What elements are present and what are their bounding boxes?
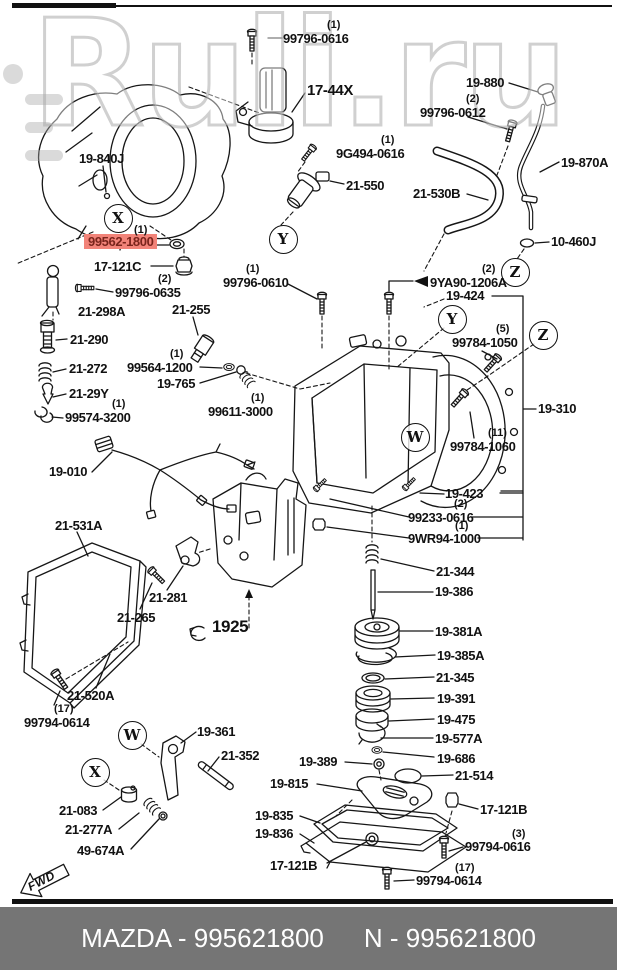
part-label-19-880: 19-880 [466,75,505,90]
part-label-21-272: 21-272 [69,361,108,376]
part-label-99562-1800[interactable]: 99562-1800 [84,234,158,249]
ref-circle-W: W [117,720,147,750]
part-label-21-531A: 21-531A [55,518,103,533]
part-label-19-870A: 19-870A [561,155,609,170]
footer-bar: MAZDA - 995621800 N - 995621800 [0,907,617,970]
part-label-21-298A: 21-298A [78,304,126,319]
part-count-99611-3000: (1) [251,392,265,404]
part-label-9YA90-1206A: 9YA90-1206A [430,275,507,290]
part-label-99796-0612: 99796-0612 [420,105,486,120]
part-label-19-815: 19-815 [270,776,309,791]
part-label-21-520A: 21-520A [67,688,115,703]
part-label-99574-3200: 99574-3200 [65,410,131,425]
part-label-21-514: 21-514 [455,768,494,783]
part-count-99796-0610: (1) [246,263,260,275]
part-count-9YA90-1206A: (2) [482,263,496,275]
part-label-19-361: 19-361 [197,724,236,739]
part-label-19-310: 19-310 [538,401,577,416]
part-label-17-121B: 17-121B [270,858,318,873]
part-label-19-385A: 19-385A [437,648,485,663]
footer-divider [12,899,613,904]
part-label-1925: 1925 [212,617,249,636]
part-label-19-686: 19-686 [437,751,476,766]
part-label-19-424: 19-424 [446,288,485,303]
ref-circle-Z: Z [528,320,558,350]
part-count-99784-1050: (5) [496,323,510,335]
part-label-19-840J: 19-840J [79,151,124,166]
part-label-99611-3000: 99611-3000 [208,404,273,419]
part-label-21-345: 21-345 [436,670,475,685]
part-label-17-121B: 17-121B [480,802,528,817]
ref-circle-Y: Y [437,304,467,334]
part-count-99784-1060: (11) [488,427,507,439]
part-label-10-460J: 10-460J [551,234,596,249]
part-label-21-550: 21-550 [346,178,385,193]
ref-circle-X: X [103,203,133,233]
part-count-99794-0614: (17) [455,862,475,874]
part-label-9WR94-1000: 9WR94-1000 [408,531,481,546]
top-border-thin [95,5,612,7]
part-label-21-083: 21-083 [59,803,98,818]
part-label-21-352: 21-352 [221,748,260,763]
part-label-99794-0614: 99794-0614 [416,873,482,888]
part-label-99794-0614: 99794-0614 [24,715,90,730]
part-label-17-121C: 17-121C [94,259,142,274]
part-count-99233-0616: (2) [454,498,468,510]
part-label-19-765: 19-765 [157,376,196,391]
part-label-99796-0635: 99796-0635 [115,285,181,300]
part-label-19-389: 19-389 [299,754,338,769]
footer-part-number: N - 995621800 [363,923,536,953]
part-label-21-255: 21-255 [172,302,211,317]
part-label-19-835: 19-835 [255,808,294,823]
part-label-21-290: 21-290 [70,332,109,347]
part-label-99233-0616: 99233-0616 [408,510,474,525]
part-label-49-674A: 49-674A [77,843,125,858]
part-label-19-475: 19-475 [437,712,476,727]
part-count-99796-0612: (2) [466,93,480,105]
part-count-99574-3200: (1) [112,398,126,410]
part-label-21-277A: 21-277A [65,822,113,837]
part-label-9G494-0616: 9G494-0616 [336,146,405,161]
part-label-99564-1200: 99564-1200 [127,360,193,375]
part-label-21-265: 21-265 [117,610,156,625]
part-count-99794-0614: (17) [54,703,74,715]
part-label-99794-0616: 99794-0616 [465,839,531,854]
ref-circle-X: X [80,757,110,787]
part-label-19-836: 19-836 [255,826,294,841]
part-label-19-010: 19-010 [49,464,88,479]
ref-circle-Y: Y [268,224,298,254]
part-label-99784-1050: 99784-1050 [452,335,518,350]
part-label-21-530B: 21-530B [413,186,461,201]
part-label-21-344: 21-344 [436,564,475,579]
part-label-99796-0616: 99796-0616 [283,31,349,46]
part-count-99562-1800: (1) [134,224,148,236]
part-label-99796-0610: 99796-0610 [223,275,289,290]
part-count-99796-0635: (2) [158,273,172,285]
part-count-9G494-0616: (1) [381,134,395,146]
part-count-99794-0616: (3) [512,828,526,840]
part-label-19-386: 19-386 [435,584,474,599]
part-label-19-391: 19-391 [437,691,476,706]
part-count-99796-0616: (1) [327,19,341,31]
part-label-21-281: 21-281 [149,590,188,605]
part-label-19-381A: 19-381A [435,624,483,639]
part-count-9WR94-1000: (1) [455,520,469,532]
top-border-thick [12,3,116,8]
part-label-21-29Y: 21-29Y [69,386,109,401]
part-label-19-423: 19-423 [445,486,484,501]
part-label-19-577A: 19-577A [435,731,483,746]
footer-brand-number: MAZDA - 995621800 [81,923,324,953]
ref-circle-Z: Z [500,257,530,287]
part-label-99784-1060: 99784-1060 [450,439,516,454]
ref-circle-W: W [400,422,430,452]
part-count-99564-1200: (1) [170,348,184,360]
part-label-17-44X: 17-44X [307,82,353,99]
